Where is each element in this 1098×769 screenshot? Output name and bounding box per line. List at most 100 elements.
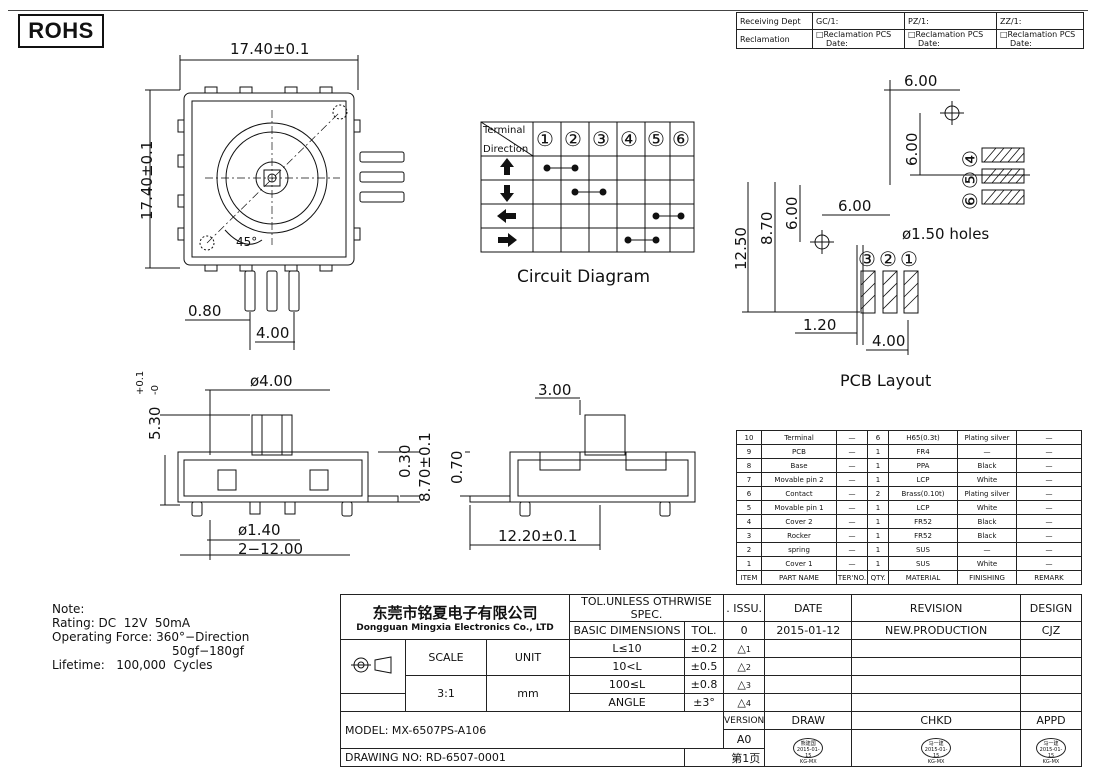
parts-cell: 2 — [736, 542, 762, 557]
basic-dims: BASIC DIMENSIONS — [569, 621, 685, 640]
end-top-dim: 3.00 — [538, 381, 571, 399]
issu-value: 0 — [722, 621, 766, 640]
rev-mark-2: △2 — [722, 657, 766, 676]
pcb-pad-offset: 1.20 — [803, 316, 836, 334]
parts-cell: 6 — [736, 486, 762, 501]
shaft-height-dim: 5.30 — [146, 407, 164, 440]
parts-cell: 3 — [736, 528, 762, 543]
pad-5: ⑤ — [958, 171, 982, 189]
receiving-table: Receiving Dept GC/1: PZ/1: ZZ/1: Reclama… — [736, 12, 1084, 49]
angle-dim: 45° — [236, 235, 257, 249]
pcb-dim-left: 6.00 — [783, 197, 801, 230]
pad-2: ② — [879, 247, 897, 271]
parts-cell: — — [1016, 472, 1082, 487]
parts-cell: — — [1016, 528, 1082, 543]
date-header: DATE — [764, 594, 853, 622]
reclamation-label: Reclamation — [736, 29, 813, 49]
parts-cell: — — [836, 556, 868, 571]
parts-cell: PPA — [888, 458, 958, 473]
parts-cell: 1 — [867, 542, 889, 557]
down-arrow-icon — [500, 185, 514, 202]
pcb-layout — [742, 80, 1030, 355]
tol-row-2-label: 10<L — [569, 657, 685, 676]
tol-header: TOL. — [684, 621, 724, 640]
tol-title: TOL.UNLESS OTHRWISE SPEC. — [569, 594, 724, 622]
parts-cell: 1 — [867, 514, 889, 529]
scale-label: SCALE — [405, 639, 487, 676]
pin-dia-dim: ø1.40 — [238, 521, 281, 539]
rohs-badge: ROHS — [18, 14, 104, 48]
parts-cell: Base — [761, 458, 837, 473]
pcb-pad-pitch: 4.00 — [872, 332, 905, 350]
pcb-holes: ø1.50 holes — [902, 225, 989, 243]
parts-cell: — — [1016, 430, 1082, 445]
tol-row-4-label: ANGLE — [569, 693, 685, 712]
parts-cell: — — [836, 500, 868, 515]
pcb-dim-vert: 6.00 — [903, 133, 921, 166]
parts-cell: White — [957, 500, 1017, 515]
drawing-frame — [8, 10, 1088, 763]
terminal-label: Terminal — [482, 125, 525, 136]
parts-cell: Black — [957, 514, 1017, 529]
terminal-6: ⑥ — [672, 127, 690, 151]
top-height-dim: 17.40±0.1 — [138, 141, 156, 220]
side-d2-dim: 8.70±0.1 — [416, 432, 434, 502]
parts-cell: Plating silver — [957, 486, 1017, 501]
version-label: VERSION — [722, 711, 766, 730]
date-value: 2015-01-12 — [764, 621, 853, 640]
parts-cell: — — [836, 528, 868, 543]
parts-cell: — — [1016, 458, 1082, 473]
terminal-2: ② — [564, 127, 582, 151]
issu-header: . ISSU. — [722, 594, 766, 622]
parts-cell: — — [836, 458, 868, 473]
parts-cell: Terminal — [761, 430, 837, 445]
parts-cell: Rocker — [761, 528, 837, 543]
rev-mark-1: △1 — [722, 639, 766, 658]
right-arrow-icon — [498, 233, 517, 247]
top-view — [145, 55, 405, 350]
drawing-number: DRAWING NO: RD-6507-0001 — [340, 748, 685, 767]
pcb-dim-mid: 6.00 — [838, 197, 871, 215]
parts-cell: — — [836, 444, 868, 459]
parts-cell: Black — [957, 528, 1017, 543]
pcb-caption: PCB Layout — [840, 371, 931, 390]
tol-row-4-value: ±3° — [684, 693, 724, 712]
end-view — [460, 397, 696, 550]
projection-symbol — [340, 639, 406, 694]
parts-cell: — — [1016, 556, 1082, 571]
parts-cell: — — [1016, 444, 1082, 459]
parts-cell: — — [1016, 514, 1082, 529]
side-view — [160, 389, 420, 560]
shaft-tol-plus: +0.1 — [135, 371, 146, 395]
parts-cell: 1 — [867, 556, 889, 571]
top-width-dim: 17.40±0.1 — [230, 40, 309, 58]
design-value: CJZ — [1020, 621, 1082, 640]
pin-offset-dim: 0.80 — [188, 302, 221, 320]
tol-row-3-value: ±0.8 — [684, 675, 724, 694]
circuit-caption: Circuit Diagram — [517, 267, 650, 287]
appd-header: APPD — [1020, 711, 1082, 730]
parts-cell: 5 — [736, 500, 762, 515]
rev-mark-4: △4 — [722, 693, 766, 712]
tol-row-2-value: ±0.5 — [684, 657, 724, 676]
pad-6: ⑥ — [958, 192, 982, 210]
parts-cell: — — [836, 486, 868, 501]
parts-cell: Contact — [761, 486, 837, 501]
side-d1-dim: 0.30 — [396, 445, 414, 478]
terminal-1: ① — [536, 127, 554, 151]
parts-cell: — — [1016, 500, 1082, 515]
parts-cell: — — [957, 542, 1017, 557]
parts-cell: 7 — [736, 472, 762, 487]
pad-4: ④ — [958, 150, 982, 168]
revision-value: NEW.PRODUCTION — [851, 621, 1021, 640]
